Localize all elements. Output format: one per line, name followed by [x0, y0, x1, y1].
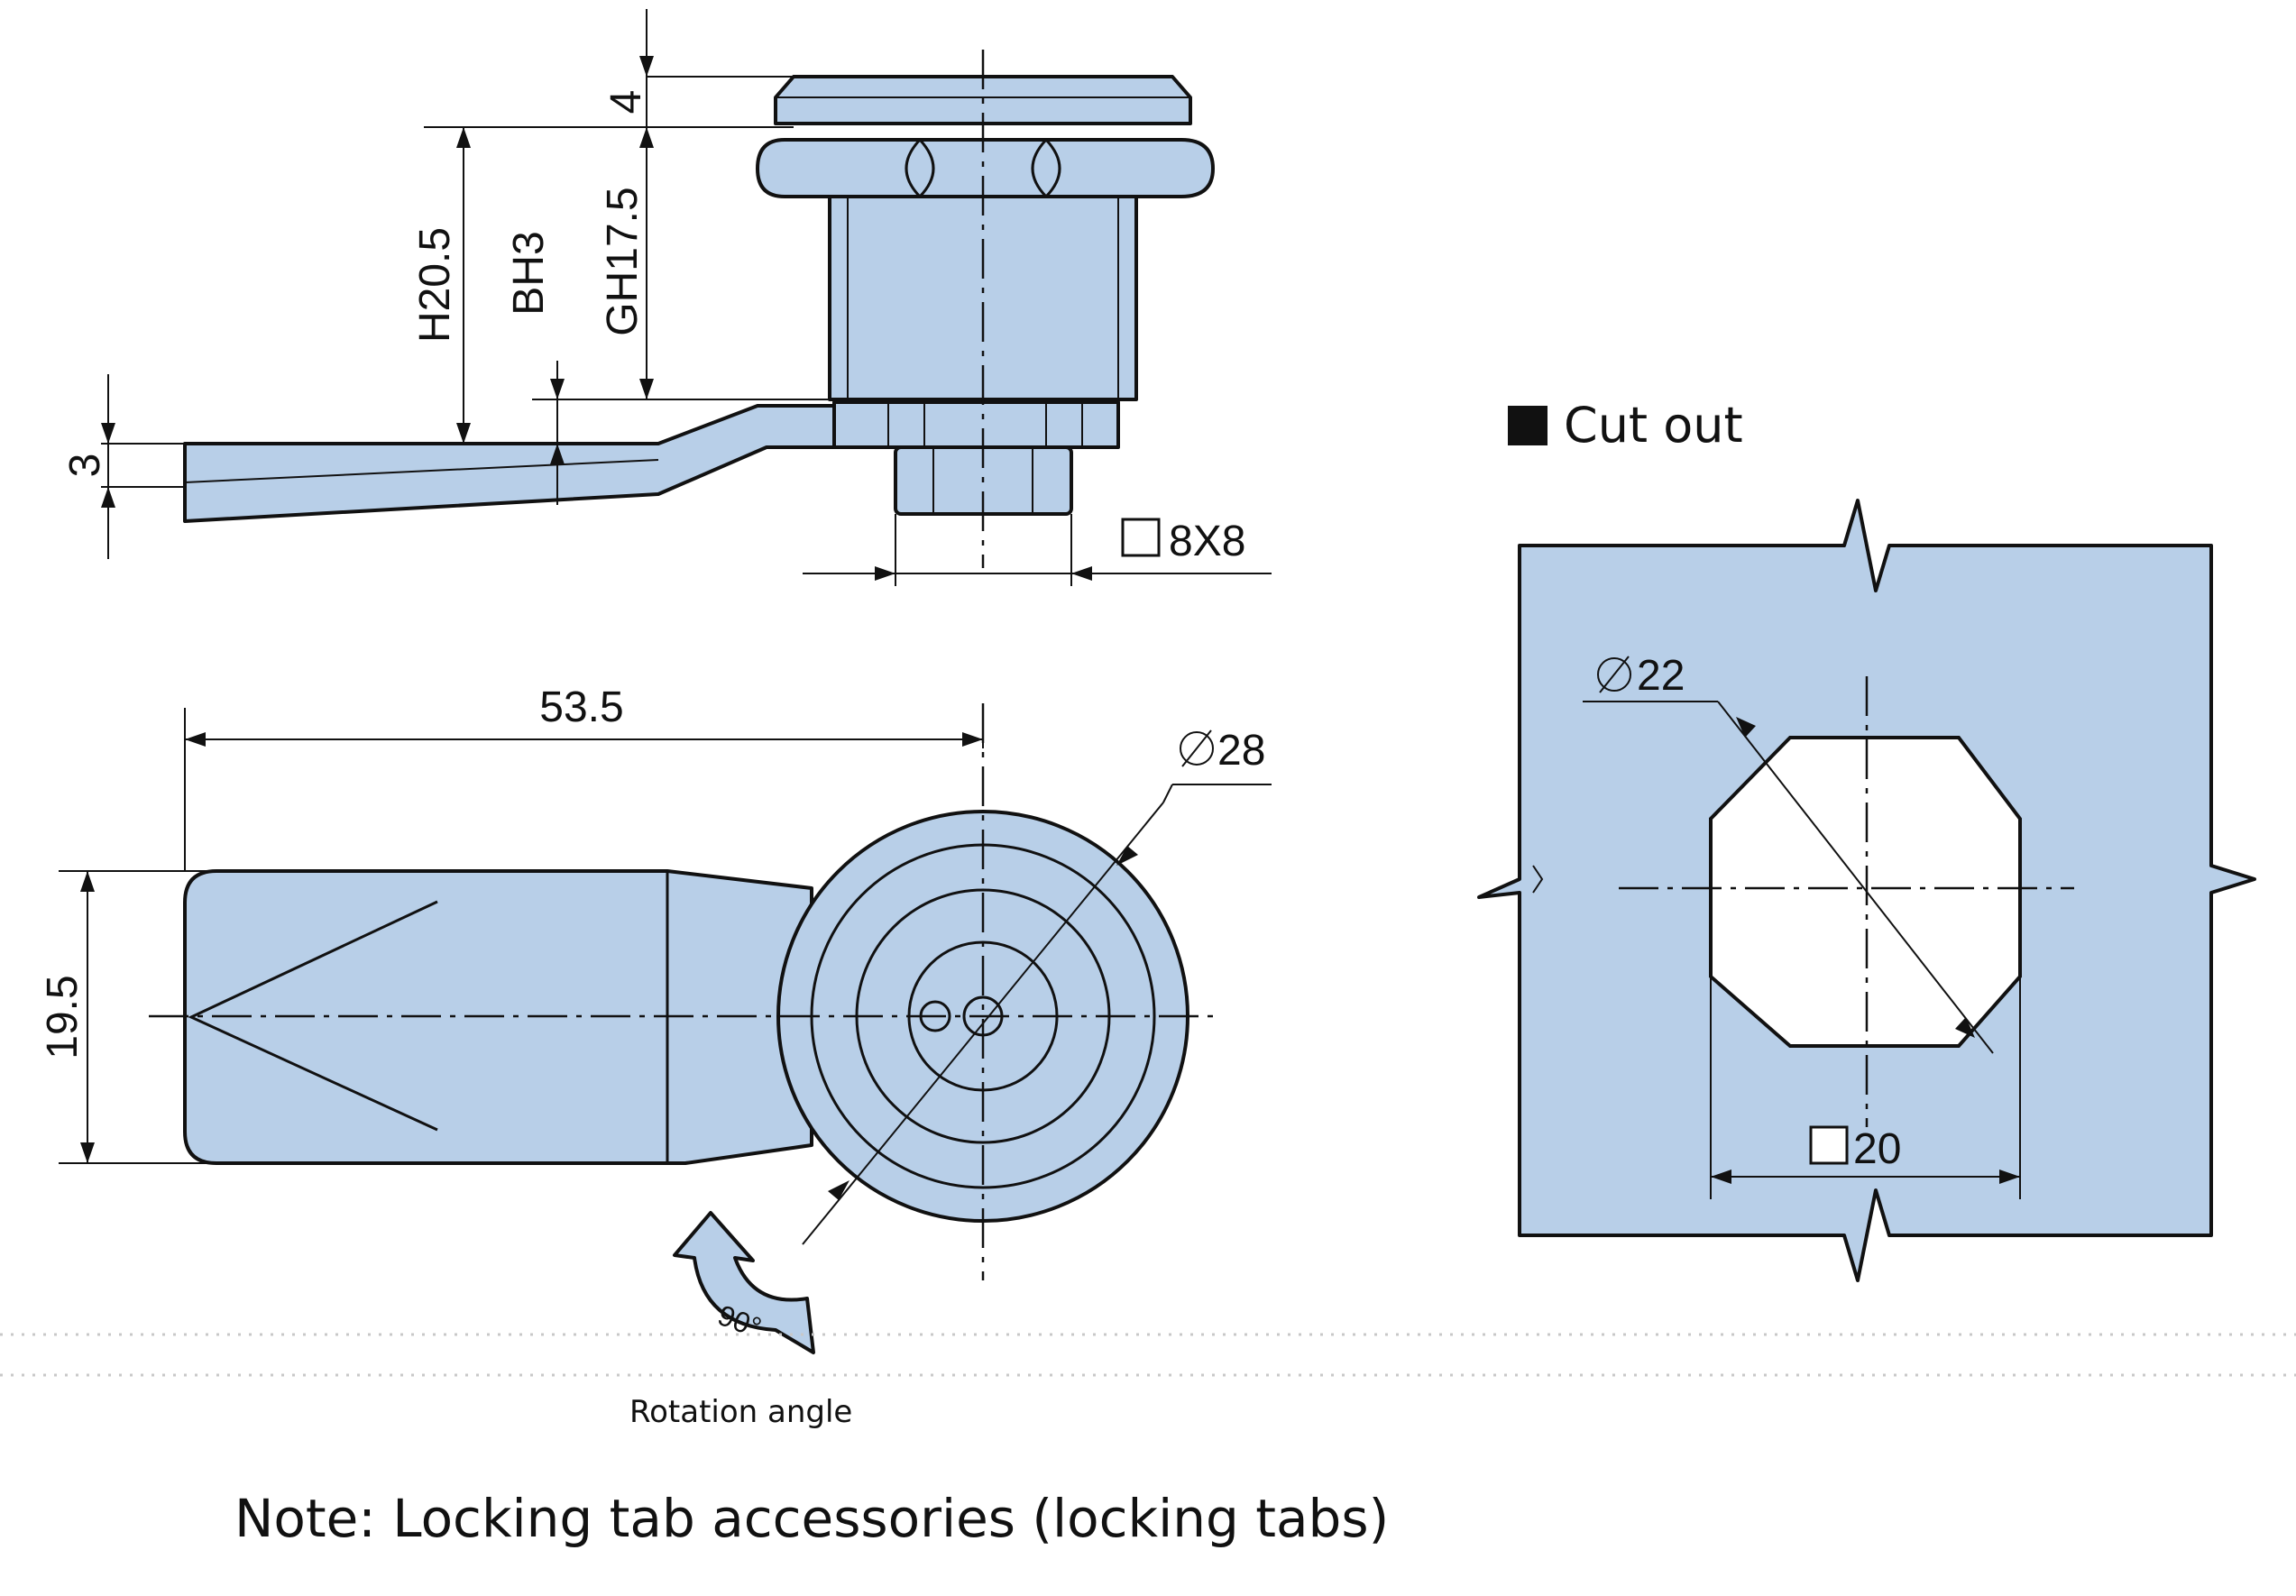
lower-nut [832, 400, 1120, 449]
side-view: 4 H20.5 BH3 GH17.5 3 8X8 [61, 9, 1272, 586]
locking-tab-side [183, 404, 836, 523]
dim-bh: BH3 [505, 231, 553, 315]
cutout-hole [1709, 736, 2022, 1048]
note-text: Note: Locking tab accessories (locking t… [234, 1488, 1390, 1549]
dim-square-end: 8X8 [1169, 518, 1245, 565]
rotation-caption: Rotation angle [629, 1394, 853, 1430]
cutout-heading: Cut out [1508, 397, 1743, 454]
cutout-heading-text: Cut out [1564, 397, 1743, 454]
top-view: 28 53.5 19.5 90° [39, 683, 1272, 1354]
dim-head-diameter: 28 [1217, 727, 1265, 775]
hex-nut [756, 138, 1215, 198]
dim-tab-width: 19.5 [39, 975, 87, 1059]
cutout-view: 22 20 [1477, 499, 2256, 1282]
rotation-arrow [673, 1211, 815, 1354]
square-bullet-icon [1508, 405, 1548, 445]
dim-tab-length: 53.5 [539, 683, 623, 731]
dim-cutout-flat: 20 [1853, 1125, 1901, 1173]
dim-top-thickness: 4 [602, 90, 650, 115]
dim-gh: GH17.5 [599, 187, 647, 335]
dim-cutout-diameter: 22 [1637, 652, 1685, 700]
dim-height-total: H20.5 [411, 227, 459, 343]
dim-tab-thickness: 3 [61, 454, 109, 478]
